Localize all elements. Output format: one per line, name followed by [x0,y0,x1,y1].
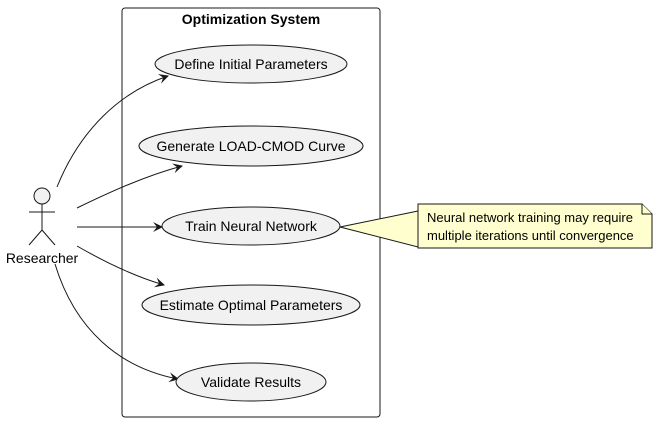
note-line-1: Neural network training may require [427,210,633,225]
system-title: Optimization System [182,11,320,27]
use-case-label: Estimate Optimal Parameters [160,297,343,313]
use-case-label: Train Neural Network [185,218,318,234]
use-case-generate-load-cmod-curve[interactable]: Generate LOAD-CMOD Curve [138,125,364,167]
actor-label: Researcher [6,250,79,266]
note: Neural network training may require mult… [339,203,653,249]
use-case-estimate-optimal-parameters[interactable]: Estimate Optimal Parameters [141,284,361,326]
note-folded-corner-icon [641,204,652,215]
system-boundary: Optimization System [121,7,381,418]
note-box [417,203,653,249]
note-line-2: multiple iterations until convergence [427,228,634,243]
association-arrow-uc1 [56,74,169,188]
associations [54,74,183,383]
actor-researcher[interactable]: Researcher [6,187,79,266]
use-case-label: Validate Results [201,374,301,390]
actor-stick-figure-icon [28,187,56,246]
association-arrow-uc4 [76,245,165,288]
use-case-label: Define Initial Parameters [174,56,327,72]
use-case-train-neural-network[interactable]: Train Neural Network [161,206,341,246]
use-case-validate-results[interactable]: Validate Results [175,362,327,402]
use-case-define-initial-parameters[interactable]: Define Initial Parameters [154,44,348,84]
association-arrow-uc5 [54,263,179,383]
association-arrow-uc2 [76,163,183,209]
use-case-label: Generate LOAD-CMOD Curve [156,138,345,154]
note-connector [339,210,419,248]
